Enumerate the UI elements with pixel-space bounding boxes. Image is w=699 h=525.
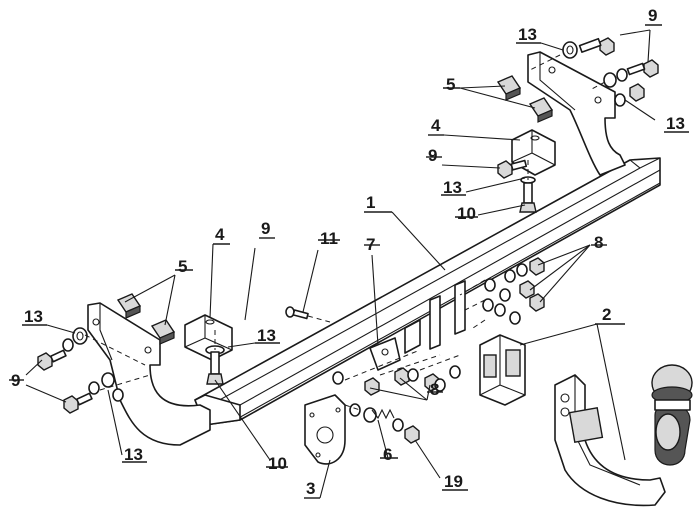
- callout-9-left: 9: [11, 371, 20, 390]
- vertical-bolt-left: [205, 330, 225, 385]
- callout-3: 3: [306, 479, 315, 498]
- callout-7: 7: [366, 235, 375, 254]
- callout-4-left: 4: [215, 225, 225, 244]
- callout-11: 11: [320, 229, 338, 248]
- left-side-arm: [87, 302, 211, 446]
- callout-5-right: 5: [446, 75, 455, 94]
- callout-13-left-top: 13: [24, 307, 43, 326]
- callout-labels: 1 2 3 4 4 5 5 6 7 8 8 9 9 9 9 10 10 11 1…: [11, 6, 685, 498]
- callout-8-lower: 8: [430, 380, 439, 399]
- beam-plates: [369, 280, 466, 371]
- callout-13-mid: 13: [257, 326, 276, 345]
- callout-13-left-bottom: 13: [124, 445, 143, 464]
- pin-bolt: [285, 306, 331, 323]
- callout-13-right-top: 13: [518, 25, 537, 44]
- clips-right: [496, 75, 554, 123]
- right-side-arm: [527, 51, 626, 176]
- callout-5-left: 5: [178, 257, 187, 276]
- callout-13-far-right: 13: [666, 114, 685, 133]
- callout-10-left: 10: [268, 454, 287, 473]
- callout-1: 1: [366, 193, 375, 212]
- callout-8-upper: 8: [594, 233, 603, 252]
- leader-lines: [9, 24, 689, 499]
- callout-4-right: 4: [431, 116, 441, 135]
- tow-ball: [554, 364, 693, 507]
- callout-19: 19: [444, 472, 463, 491]
- callout-13-right-mid: 13: [443, 178, 462, 197]
- socket-plate: [304, 394, 346, 465]
- callout-9-mid: 9: [261, 219, 270, 238]
- callout-10-right: 10: [457, 204, 476, 223]
- bolt-group-upper: [459, 257, 545, 331]
- bolts-left: [37, 327, 151, 414]
- callout-9-right-top: 9: [648, 6, 657, 25]
- spring-assembly: [344, 403, 420, 444]
- callout-9-right-lower: 9: [428, 146, 437, 165]
- bolt-9-right-lower: [497, 159, 528, 179]
- bolts-right: [529, 37, 659, 107]
- bolt-group-lower: [332, 349, 461, 396]
- callout-6: 6: [383, 445, 392, 464]
- callout-2: 2: [602, 305, 611, 324]
- clips-left: [116, 293, 176, 345]
- socket-housing: [479, 334, 526, 406]
